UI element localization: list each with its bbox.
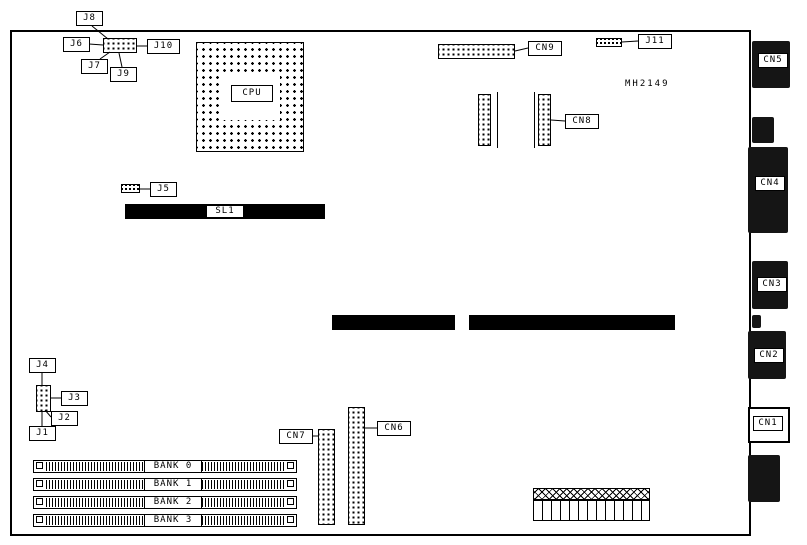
label-j1: J1 xyxy=(29,426,56,441)
bank-endcap-right xyxy=(287,462,294,469)
bank-endcap-right xyxy=(287,480,294,487)
label-cn9: CN9 xyxy=(528,41,562,56)
cn6-header xyxy=(348,407,365,525)
bank-endcap-right xyxy=(287,498,294,505)
label-j3: J3 xyxy=(61,391,88,406)
cn8-header-right xyxy=(538,94,551,146)
bottom-connector-pins xyxy=(533,488,650,500)
j11-header xyxy=(596,38,622,47)
label-cn6: CN6 xyxy=(377,421,411,436)
small-connector-mid xyxy=(752,315,761,328)
cpu-label: CPU xyxy=(231,85,273,102)
bank-endcap-left xyxy=(36,462,43,469)
jumper-block-bottom xyxy=(36,385,51,412)
bank-endcap-left xyxy=(36,516,43,523)
label-j8: J8 xyxy=(76,11,103,26)
j5-header xyxy=(121,184,140,193)
label-j9: J9 xyxy=(110,67,137,82)
label-bank-0: BANK 0 xyxy=(144,460,202,473)
label-j11: J11 xyxy=(638,34,672,49)
cn8-frame xyxy=(497,92,535,148)
label-bank-2: BANK 2 xyxy=(144,496,202,509)
label-bank-3: BANK 3 xyxy=(144,514,202,527)
cn7-header xyxy=(318,429,335,525)
label-cn5: CN5 xyxy=(758,53,788,68)
bottom-connector-body xyxy=(533,500,650,521)
bank-endcap-left xyxy=(36,498,43,505)
jumper-block-top xyxy=(103,38,137,53)
expansion-slot-2 xyxy=(469,315,675,330)
label-cn7: CN7 xyxy=(279,429,313,444)
cn8-header-left xyxy=(478,94,491,146)
bank-endcap-left xyxy=(36,480,43,487)
label-cn2: CN2 xyxy=(754,348,784,363)
label-j7: J7 xyxy=(81,59,108,74)
bottom-right-connector xyxy=(748,455,780,502)
board-outline xyxy=(10,30,751,536)
label-j4: J4 xyxy=(29,358,56,373)
cn9-header xyxy=(438,44,515,59)
label-cn4: CN4 xyxy=(755,176,785,191)
expansion-slot-1 xyxy=(332,315,455,330)
label-j2: J2 xyxy=(51,411,78,426)
label-j6: J6 xyxy=(63,37,90,52)
label-bank-1: BANK 1 xyxy=(144,478,202,491)
label-j10: J10 xyxy=(147,39,180,54)
label-j5: J5 xyxy=(150,182,177,197)
part-number-text: MH2149 xyxy=(625,79,670,89)
small-connector-top xyxy=(752,117,774,143)
label-sl1: SL1 xyxy=(206,205,244,218)
bank-endcap-right xyxy=(287,516,294,523)
label-cn1: CN1 xyxy=(753,416,783,431)
label-cn3: CN3 xyxy=(757,277,787,292)
label-cn8: CN8 xyxy=(565,114,599,129)
